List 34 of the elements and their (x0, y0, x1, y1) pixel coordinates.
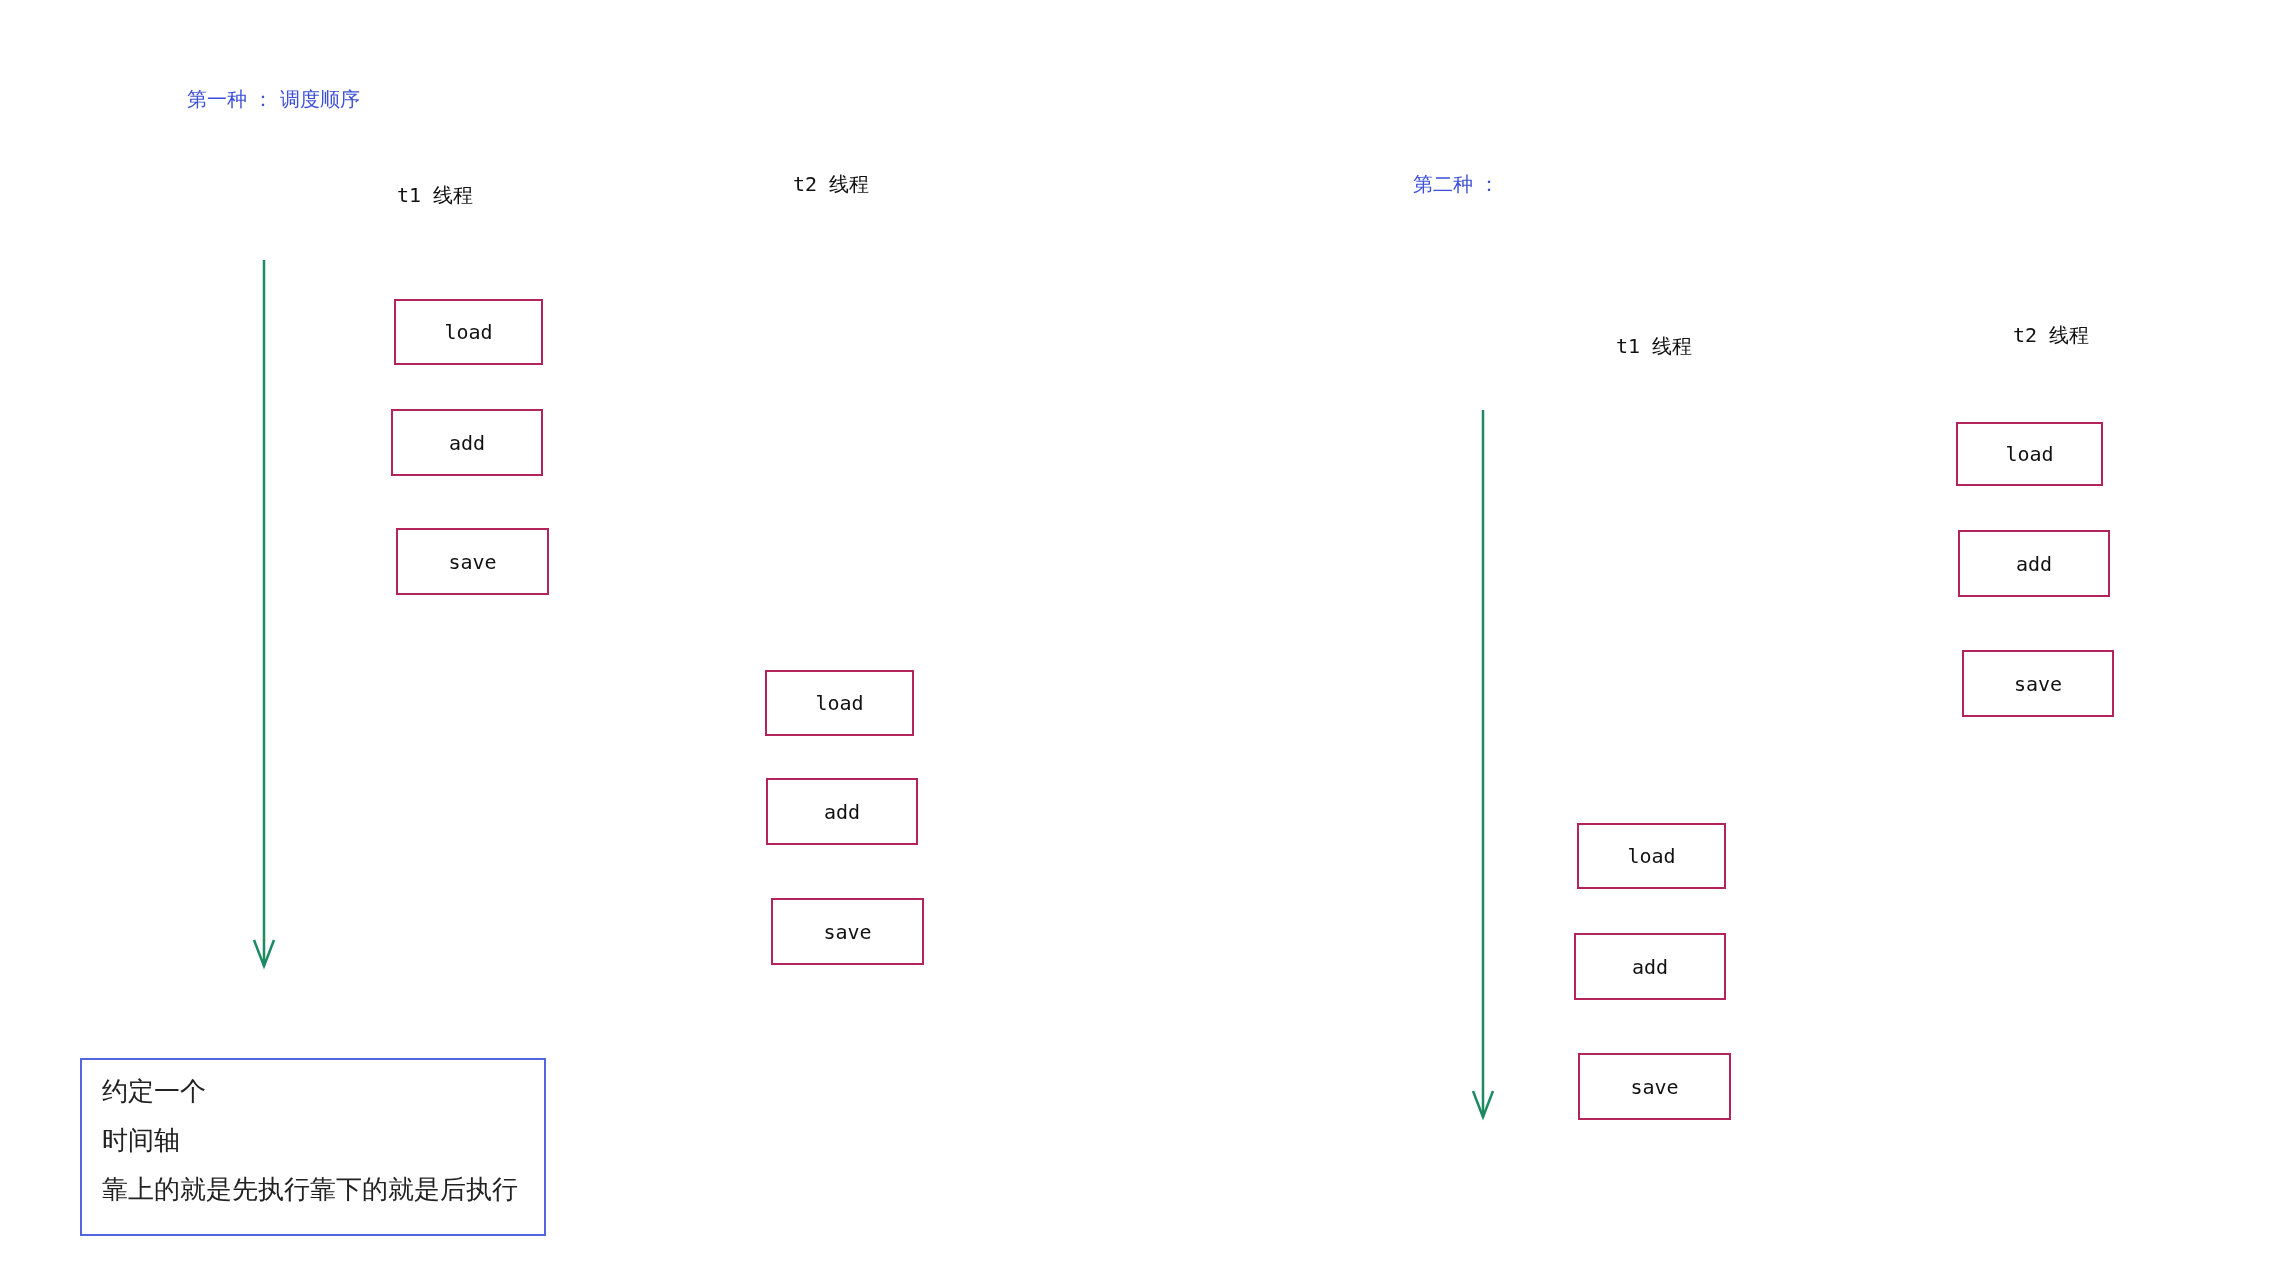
step-box (391, 409, 543, 476)
step-label: add (2015, 551, 2053, 576)
step-box (1574, 933, 1726, 1000)
step-box (394, 299, 543, 365)
step-label: save (448, 549, 497, 574)
step-label: load (2005, 442, 2054, 466)
step-label: load (815, 691, 864, 715)
step-label: save (823, 919, 872, 944)
step-box (1956, 422, 2103, 486)
step-label: add (823, 799, 861, 824)
step-box (1578, 1053, 1731, 1120)
note-text: 约定一个 (102, 1075, 207, 1108)
note-text: 时间轴 (102, 1124, 181, 1157)
step-box (771, 898, 924, 965)
step-box (1962, 650, 2114, 717)
note-box (80, 1058, 546, 1236)
thread-label: t2 线程 (2013, 322, 2090, 349)
section-heading: 第一种 ： 调度顺序 (187, 86, 360, 113)
section-heading: 第二种 ： (1413, 171, 1500, 198)
step-label: add (448, 430, 486, 455)
step-label: add (1631, 954, 1669, 979)
step-label: save (1630, 1074, 1679, 1099)
thread-label: t1 线程 (1616, 333, 1693, 360)
step-label: load (1627, 844, 1676, 868)
step-box (1958, 530, 2110, 597)
step-label: save (2013, 671, 2063, 696)
step-box (765, 670, 914, 736)
thread-label: t1 线程 (397, 182, 474, 209)
step-box (766, 778, 918, 845)
note-text: 靠上的就是先执行靠下的就是后执行 (102, 1173, 519, 1206)
step-box (1577, 823, 1726, 889)
thread-label: t2 线程 (793, 171, 870, 198)
step-label: load (444, 320, 493, 344)
step-box (396, 528, 549, 595)
